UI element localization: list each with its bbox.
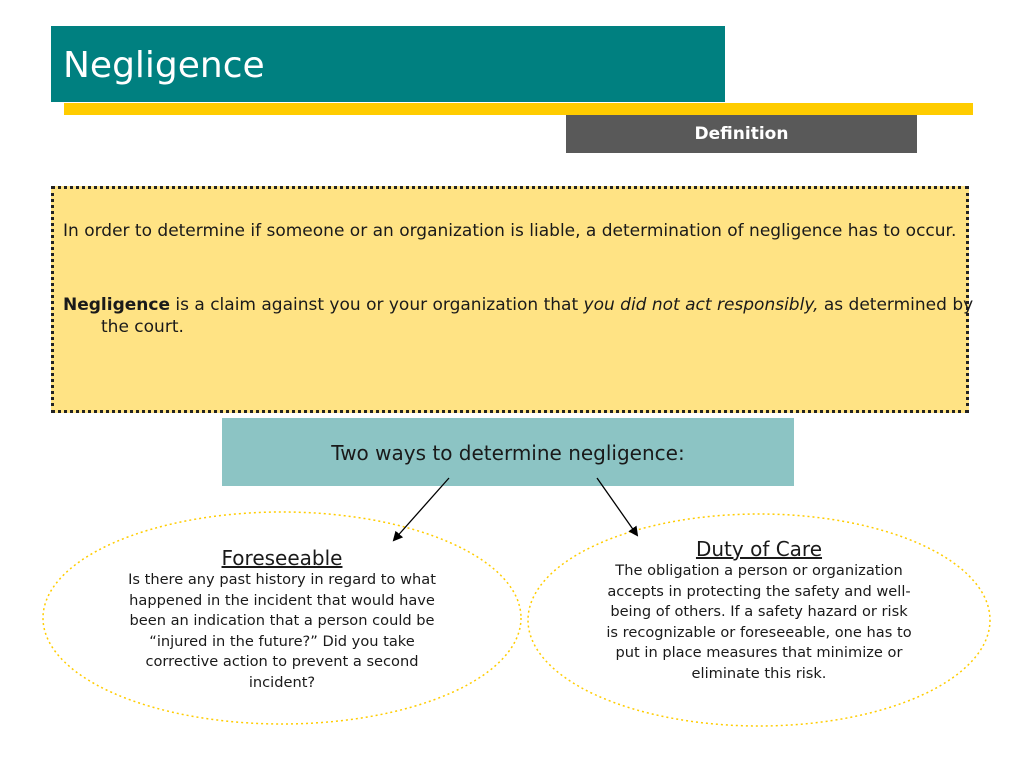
foreseeable-body: Is there any past history in regard to w… — [128, 571, 436, 691]
two-ways-label: Two ways to determine negligence: — [331, 441, 685, 465]
foreseeable-heading: Foreseeable — [221, 546, 343, 570]
arrow-to-duty-of-care — [596, 477, 639, 537]
duty-of-care-heading: Duty of Care — [695, 537, 823, 561]
duty-of-care-body: The obligation a person or organization … — [606, 562, 912, 682]
title-bar: Negligence — [51, 26, 725, 102]
two-ways-box: Two ways to determine negligence: — [222, 418, 794, 486]
negligence-term: Negligence — [63, 295, 170, 315]
definition-paragraph-liability: In order to determine if someone or an o… — [63, 221, 957, 241]
arrow-to-foreseeable — [392, 477, 450, 542]
foreseeable-content: Foreseeable Is there any past history in… — [115, 546, 449, 693]
definition-tab: Definition — [566, 115, 917, 153]
definition-box: In order to determine if someone or an o… — [51, 186, 973, 413]
negligence-emphasis: you did not act responsibly, — [583, 295, 819, 315]
duty-of-care-content: Duty of Care The obligation a person or … — [606, 537, 912, 684]
negligence-text-mid: is a claim against you or your organizat… — [170, 295, 584, 315]
page-title: Negligence — [63, 45, 265, 86]
accent-rule — [64, 103, 973, 115]
negligence-text-end: as determined by the court. — [101, 295, 974, 337]
definition-paragraph-negligence: Negligence is a claim against you or you… — [63, 294, 996, 338]
